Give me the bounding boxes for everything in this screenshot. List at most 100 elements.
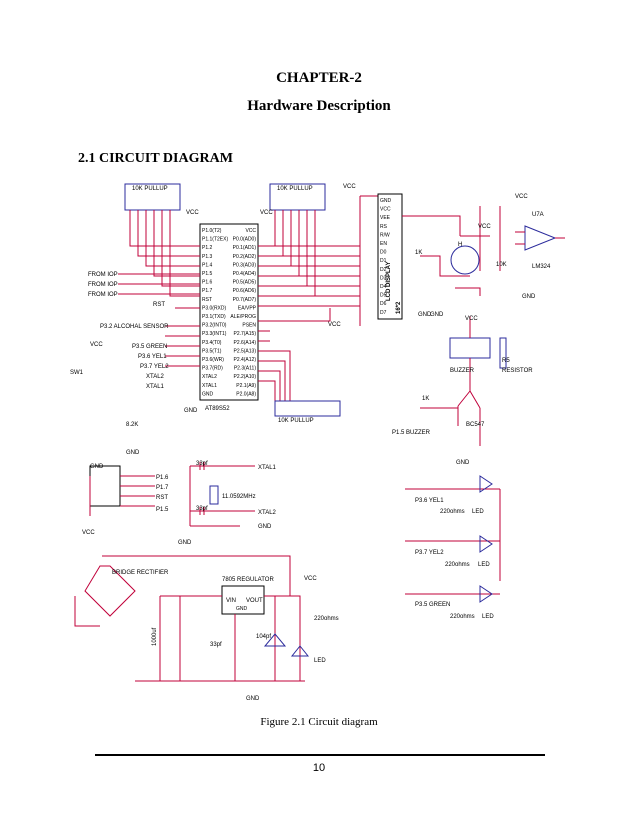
mcu-right-pin-label: P0.6(AD6) (233, 288, 257, 294)
pullup-label-3: 10K PULLUP (278, 418, 314, 424)
mcu-left-pin-label: P1.1(T2EX) (202, 237, 228, 243)
mcu-right-pin-label: P2.5(A13) (233, 348, 256, 354)
led-2-label: LED (478, 562, 490, 568)
rst2-label: RST (156, 495, 168, 501)
lcd-pin-label: D0 (380, 250, 387, 256)
c1000-label: 1000uf (152, 627, 158, 646)
xtal1-label: XTAL1 (146, 384, 165, 390)
mcu-left-pin-labels: P1.0(T2)P1.1(T2EX)P1.2P1.3P1.4P1.5P1.6P1… (202, 228, 228, 397)
lcd-pin-label: D1 (380, 258, 387, 264)
lcd-model-label: 16*2 (396, 301, 402, 314)
page-number: 10 (312, 762, 326, 774)
mcu-left-pin-label: P3.4(T0) (202, 340, 222, 346)
p36-yel1-label: P3.6 YEL1 (138, 354, 167, 360)
buzzer-label: BUZZER (450, 368, 475, 374)
c33pf-2-label: 33pf (196, 506, 208, 512)
from-iop-1: FROM IOP (88, 272, 118, 278)
xtal2-pin-label: XTAL2 (258, 510, 277, 516)
vout-label: VOUT (246, 598, 263, 604)
lcd-pin-label: GND (380, 198, 392, 204)
vcc-label-psu: VCC (304, 576, 317, 582)
vin-label: VIN (226, 598, 236, 604)
mcu-left-pin-label: P3.7(RD) (202, 366, 223, 372)
mcu-left-pin-label: P3.6(WR) (202, 357, 224, 363)
mcu-left-pin-label: P1.7 (202, 288, 213, 294)
p15-label: P1.5 (156, 507, 169, 513)
mcu-left-pin-label: RST (202, 297, 212, 303)
mcu-right-pin-label: P2.4(A12) (233, 357, 256, 363)
mcu-left-pin-label: P3.3(INT1) (202, 331, 227, 337)
rst-label: RST (153, 302, 165, 308)
vcc-label-left: VCC (186, 210, 199, 216)
r220-1-label: 220ohms (440, 509, 465, 515)
lcd-pin-label: D5 (380, 293, 387, 299)
r82k-label: 8.2K (126, 422, 138, 428)
mcu-left-pin-label: GND (202, 391, 214, 397)
r220-pwr-label: 220ohms (314, 616, 339, 622)
mcu-left-pin-label: P1.3 (202, 254, 213, 260)
from-iop-3: FROM IOP (88, 292, 118, 298)
r10k-label: 10K (496, 262, 507, 268)
crystal-label: 11.0592MHz (222, 494, 256, 500)
mcu-right-pin-labels: VCCP0.0(AD0)P0.1(AD1)P0.2(AD2)P0.3(AD3)P… (230, 228, 256, 397)
gnd-label-sensor: GND (430, 312, 444, 318)
p37-yel2-label: P3.7 YEL2 (140, 364, 169, 370)
gnd-label-header: GND (90, 464, 104, 470)
mcu-right-pin-label: ALE/PROG (230, 314, 256, 320)
gnd-label-xtal2: GND (178, 540, 192, 546)
lcd-pin-label: VCC (380, 207, 391, 213)
gnd-label-mcu: GND (184, 408, 198, 414)
circuit-diagram: 10K PULLUP 10K PULLUP VCC VCC VCC AT89S5… (70, 183, 565, 702)
lcd-pin-label: D3 (380, 275, 387, 281)
mcu-left-pin-label: P1.4 (202, 262, 213, 268)
mcu-left-pin-label: P3.2(INT0) (202, 323, 227, 329)
mcu-right-pin-label: VCC (245, 228, 256, 234)
vcc-label-buzzer: VCC (465, 316, 478, 322)
p35-green-led-label: P3.5 GREEN (415, 602, 450, 608)
pullup-label-1: 10K PULLUP (132, 186, 168, 192)
mcu-name: AT89S52 (205, 406, 230, 412)
vcc-label-header: VCC (82, 530, 95, 536)
wires (74, 183, 565, 682)
lcd-pin-label: D2 (380, 267, 387, 273)
mcu-right-pin-label: P0.7(AD7) (233, 297, 257, 303)
resistor-label: RESISTOR (502, 368, 533, 374)
xtal1-pin-label: XTAL1 (258, 465, 277, 471)
mcu-left-pin-label: XTAL2 (202, 374, 217, 380)
regulator-label: 7805 REGULATOR (222, 577, 274, 583)
r5-label: R5 (502, 358, 510, 364)
opamp-label: U7A (532, 212, 544, 218)
gnd-label-lcd: GND (418, 312, 432, 318)
mcu-right-pin-label: PSEN (242, 323, 256, 329)
lcd-pin-label: RS (380, 224, 388, 230)
mcu-right-pin-label: P2.2(A10) (233, 374, 256, 380)
section-title: 2.1 CIRCUIT DIAGRAM (78, 151, 233, 166)
mcu-left-pin-label: P3.0(RXD) (202, 305, 227, 311)
p35-green-label: P3.5 GREEN (132, 344, 167, 350)
footer-rule (95, 754, 545, 756)
r220-3-label: 220ohms (450, 614, 475, 620)
mcu-left-pin-label: P1.5 (202, 271, 213, 277)
gnd-label-buzzer: GND (456, 460, 470, 466)
mcu-right-pin-label: P2.1(A9) (236, 383, 256, 389)
sensor-h-label: H (458, 242, 462, 248)
c33pf-3-label: 33pf (210, 642, 222, 648)
p16-label: P1.6 (156, 475, 169, 481)
mcu-right-pin-label: P0.1(AD1) (233, 245, 257, 251)
led-pwr-label: LED (314, 658, 326, 664)
vcc-label-top: VCC (343, 184, 356, 190)
gnd-label-xtal: GND (258, 524, 272, 530)
lcd-pin-label: EN (380, 241, 387, 247)
mcu-left-pin-label: P1.2 (202, 245, 213, 251)
c104-label: 104pf (256, 634, 271, 640)
p15-buzzer-label: P1.5 BUZZER (392, 430, 431, 436)
p37-yel2-led-label: P3.7 YEL2 (415, 550, 444, 556)
alcohol-sensor-label: P3.2 ALCOHAL SENSOR (100, 324, 169, 330)
lcd-pin-label: R/W (380, 232, 390, 238)
mcu-right-pin-label: EA/VPP (238, 305, 257, 311)
reg-gnd-label: GND (236, 606, 248, 612)
mcu-right-pin-label: P0.3(AD3) (233, 262, 257, 268)
vcc-label-mid: VCC (260, 210, 273, 216)
vcc-label-ea: VCC (328, 322, 341, 328)
